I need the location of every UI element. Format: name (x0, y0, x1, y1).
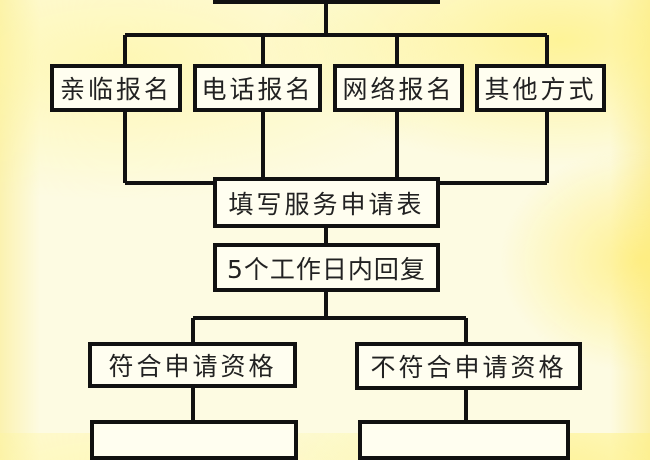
top-box-partial (213, 0, 440, 4)
outcome-not-eligible: 不符合申请资格 (355, 342, 582, 390)
outcome-eligible: 符合申请资格 (88, 342, 297, 388)
channel-in-person: 亲临报名 (50, 64, 182, 112)
next-step-box-right (358, 420, 570, 460)
step-reply: 5个工作日内回复 (213, 243, 440, 292)
step-fill-form: 填写服务申请表 (213, 177, 440, 228)
channel-other: 其他方式 (475, 64, 606, 112)
channel-phone: 电话报名 (193, 64, 322, 112)
channel-online: 网络报名 (333, 64, 464, 112)
next-step-box-left (90, 420, 298, 460)
